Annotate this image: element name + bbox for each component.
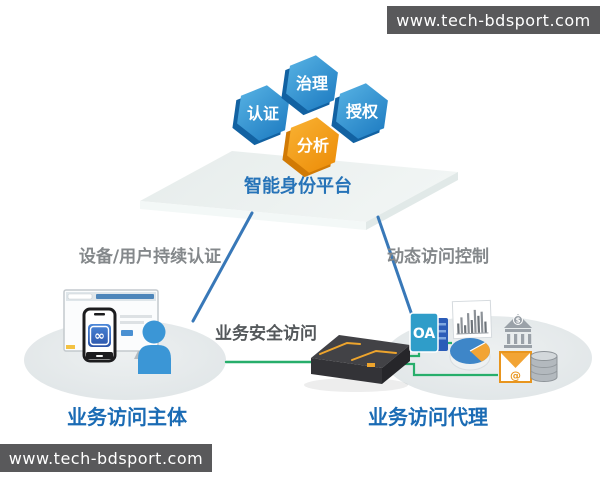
connection-line-left xyxy=(191,211,254,323)
watermark-bottom-left: www.tech-bdsport.com xyxy=(0,444,212,472)
hexagon-authentication-face xyxy=(237,85,289,141)
email-icon: @ xyxy=(499,351,532,383)
label-secure-business-access: 业务安全访问 xyxy=(215,323,317,344)
svg-text:∞: ∞ xyxy=(94,329,105,344)
oa-app-icon: OA xyxy=(409,312,448,353)
svg-text:@: @ xyxy=(510,369,521,382)
hexagon-governance xyxy=(281,55,338,116)
server-right xyxy=(382,345,410,384)
label-dynamic-access-control: 动态访问控制 xyxy=(387,246,489,267)
svg-text:$: $ xyxy=(516,317,521,325)
hexagon-authorization-label: 授权 xyxy=(346,102,379,121)
bank-icon: $ xyxy=(504,314,532,348)
hexagon-authorization-face xyxy=(336,83,388,139)
platform-top-face xyxy=(140,151,458,222)
hexagon-analysis-label: 分析 xyxy=(297,136,329,155)
platform-front-face xyxy=(140,201,366,230)
app-link-icon: ∞ xyxy=(88,324,111,347)
green-branch-bottom xyxy=(402,362,498,377)
connection-line-right xyxy=(376,215,416,323)
platform-label: 智能身份平台 xyxy=(244,175,352,197)
phone-speaker xyxy=(94,313,105,316)
hexagon-governance-label: 治理 xyxy=(296,74,328,93)
hexagon-governance-face xyxy=(286,55,338,111)
identity-platform-surface xyxy=(140,151,458,230)
database-icon xyxy=(530,351,558,382)
smartphone-icon: ∞ xyxy=(82,307,117,363)
server-top xyxy=(311,335,410,368)
hexagon-analysis-face xyxy=(287,117,339,173)
server-icon xyxy=(311,335,410,384)
server-badge xyxy=(367,363,375,367)
label-business-access-subject: 业务访问主体 xyxy=(67,405,188,429)
server-accent-line-1 xyxy=(319,341,361,355)
bar-chart-icon xyxy=(451,299,493,340)
hexagon-authentication xyxy=(232,85,289,146)
hexagon-authentication-label: 认证 xyxy=(247,104,279,123)
hexagon-authorization xyxy=(331,83,388,144)
label-continuous-authentication: 设备/用户持续认证 xyxy=(79,246,221,267)
watermark-top-right: www.tech-bdsport.com xyxy=(387,6,600,34)
pie-chart-icon xyxy=(449,338,491,371)
platform-right-face xyxy=(366,172,458,230)
oa-label: OA xyxy=(413,326,436,342)
server-accent-line-2 xyxy=(351,349,397,361)
label-business-access-proxy: 业务访问代理 xyxy=(368,405,488,429)
hexagon-analysis xyxy=(282,117,339,178)
user-icon xyxy=(138,320,171,374)
server-front xyxy=(311,358,382,384)
